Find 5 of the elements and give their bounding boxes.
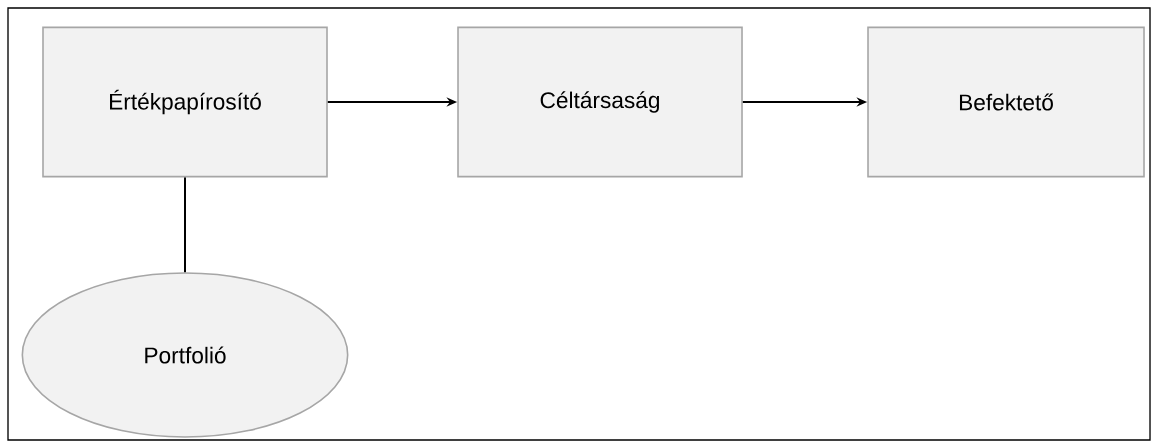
- process-box: Céltársaság: [457, 26, 743, 178]
- connector-line: [184, 176, 186, 274]
- process-box: Befektető: [867, 26, 1145, 178]
- process-box: Értékpapírosító: [42, 26, 328, 178]
- ellipse-node: Portfolió: [21, 272, 349, 438]
